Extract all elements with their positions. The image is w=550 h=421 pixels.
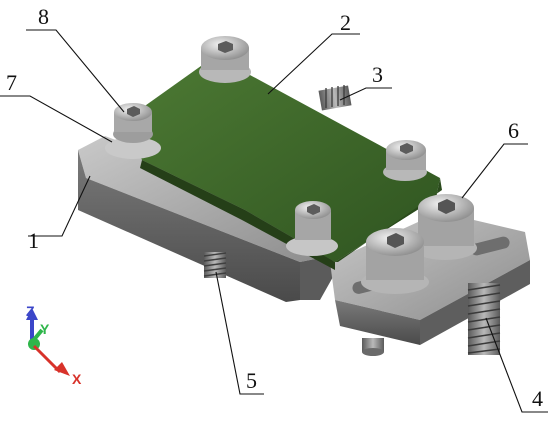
leader-7 bbox=[0, 95, 113, 143]
threaded-stud-3 bbox=[318, 85, 352, 111]
bolt-top-left bbox=[199, 36, 251, 83]
leader-2 bbox=[267, 33, 360, 95]
x-label: X bbox=[72, 371, 82, 387]
z-label: Z bbox=[26, 303, 35, 319]
x-arrow-icon bbox=[54, 362, 70, 376]
callout-7: 7 bbox=[6, 70, 17, 95]
bolt-mid-right bbox=[383, 140, 427, 181]
x-axis bbox=[32, 344, 62, 374]
bolt-lower-front bbox=[286, 201, 338, 256]
leader-3 bbox=[339, 87, 392, 101]
bolt-6 bbox=[413, 194, 477, 260]
threaded-stud-5 bbox=[203, 252, 227, 278]
z-arrow-icon bbox=[26, 308, 38, 320]
threaded-stud-4 bbox=[467, 283, 501, 355]
callout-1: 1 bbox=[28, 228, 39, 253]
green-plate bbox=[125, 56, 442, 270]
callout-2: 2 bbox=[340, 10, 351, 35]
callout-3: 3 bbox=[372, 62, 383, 87]
callout-6: 6 bbox=[508, 118, 519, 143]
coordinate-triad: Z Y X bbox=[26, 303, 82, 387]
threaded-stud-lower bbox=[362, 338, 384, 356]
bolt-8 bbox=[105, 103, 161, 159]
bolt-bracket-front bbox=[361, 228, 429, 294]
leader-1 bbox=[28, 175, 91, 237]
leader-8 bbox=[26, 29, 125, 113]
leader-5 bbox=[215, 271, 264, 395]
callout-8: 8 bbox=[38, 4, 49, 29]
callout-4: 4 bbox=[532, 386, 543, 411]
leader-6 bbox=[461, 143, 528, 199]
leader-4 bbox=[485, 317, 548, 413]
leader-lines bbox=[0, 29, 548, 413]
callout-5: 5 bbox=[246, 368, 257, 393]
y-label: Y bbox=[40, 321, 50, 337]
